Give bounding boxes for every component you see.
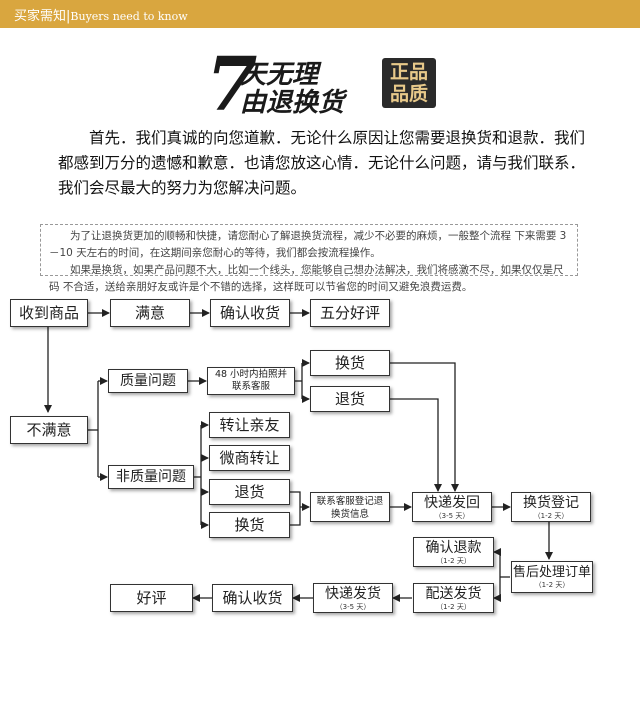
node-unsatisfied: 不满意 (10, 416, 88, 444)
node-gift-friend: 转让亲友 (209, 412, 290, 438)
header-title: 买家需知 (14, 9, 67, 24)
node-non-quality-issue: 非质量问题 (108, 465, 194, 489)
node-confirm-receipt-2: 确认收货 (212, 584, 293, 612)
line-return2-contact (290, 491, 301, 507)
node-wechat-resale: 微商转让 (209, 445, 290, 471)
top-bar: 买家需知|Buyers need to know (0, 0, 640, 28)
seal-line2: 品质 (389, 83, 428, 105)
arrow-return-expressreturn (390, 398, 442, 492)
node-contact-register: 联系客服登记退换货信息 (310, 492, 390, 522)
note-para1: 为了让退换货更加的顺畅和快捷，请您耐心了解退换货流程，减少不必要的麻烦，一般整个… (49, 230, 567, 259)
node-express-return: 快递发回（3-5 天） (412, 492, 492, 522)
process-note: 为了让退换货更加的顺畅和快捷，请您耐心了解退换货流程，减少不必要的麻烦，一般整个… (40, 224, 578, 293)
node-five-star: 五分好评 (310, 299, 390, 327)
header-subtitle: Buyers need to know (70, 10, 188, 23)
node-express-ship: 快递发货（3-5 天） (313, 583, 393, 613)
node-exchange-2: 换货 (209, 512, 290, 538)
node-quality-issue: 质量问题 (108, 369, 188, 393)
node-exchange-1: 换货 (310, 350, 390, 376)
node-return-2: 退货 (209, 479, 290, 505)
node-exchange-register: 换货登记（1-2 天） (511, 492, 591, 522)
top-bar-title: 买家需知|Buyers need to know (14, 9, 188, 24)
banner-line1: 天无理 (240, 60, 319, 90)
intro-text: 首先．我们真诚的向您道歉．无论什么原因让您需要退换货和退款．我们都感到万分的遗憾… (58, 129, 586, 197)
node-delivery: 配送发货（1-2 天） (413, 583, 494, 613)
note-para2: 如果是换货，如果产品问题不大，比如一个线头，您能够自己想办法解决，我们将感激不尽… (49, 264, 564, 293)
quality-seal: 正品 品质 (382, 58, 436, 108)
node-satisfied: 满意 (110, 299, 190, 327)
node-confirm-receipt-1: 确认收货 (210, 299, 290, 327)
flowchart: 收到商品 满意 确认收货 五分好评 不满意 质量问题 48 小时内拍照并联系客服… (0, 285, 640, 625)
line-exchange2-contact (290, 507, 301, 526)
banner-line2: 由退换货 (240, 88, 345, 118)
flowchart-connectors (44, 309, 553, 602)
arrow-exchange-expressreturn (390, 362, 459, 492)
seal-line1: 正品 (389, 61, 428, 83)
node-return-1: 退货 (310, 386, 390, 412)
node-received: 收到商品 (10, 299, 88, 327)
node-after-sales: 售后处理订单（1-2 天） (511, 561, 593, 593)
node-photo-contact: 48 小时内拍照并联系客服 (207, 367, 295, 395)
banner-seven: 7 (206, 42, 258, 128)
intro-paragraph: 首先．我们真诚的向您道歉．无论什么原因让您需要退换货和退款．我们都感到万分的遗憾… (58, 126, 588, 201)
node-good-review: 好评 (110, 584, 193, 612)
node-confirm-refund: 确认退款（1-2 天） (413, 537, 494, 567)
